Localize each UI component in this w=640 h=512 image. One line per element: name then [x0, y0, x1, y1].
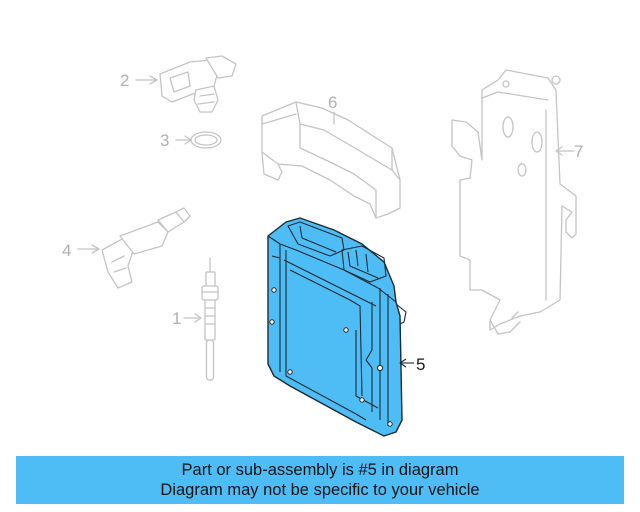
callout-2-label: 2	[120, 71, 129, 90]
callout-2: 2	[120, 71, 158, 90]
banner-line-1: Part or sub-assembly is #5 in diagram	[181, 461, 459, 479]
part-7-bracket[interactable]	[451, 69, 577, 335]
banner-line-2: Diagram may not be specific to your vehi…	[160, 481, 480, 499]
part-3-o-ring[interactable]	[190, 131, 222, 149]
parts-diagram: 2 3 4 1	[62, 55, 583, 437]
callout-6-label: 6	[328, 93, 337, 112]
part-6-cover[interactable]	[261, 101, 401, 219]
callout-7-label: 7	[574, 142, 583, 161]
part-1-glow-plug[interactable]	[201, 257, 219, 381]
part-info-banner: Part or sub-assembly is #5 in diagram Di…	[16, 456, 624, 504]
callout-5: 5	[399, 355, 425, 374]
callout-1: 1	[172, 309, 202, 328]
callout-5-label: 5	[416, 355, 425, 374]
callout-3: 3	[160, 131, 192, 150]
callout-1-label: 1	[172, 309, 181, 328]
part-5-ecu[interactable]	[267, 217, 407, 437]
part-2-sensor[interactable]	[159, 55, 237, 113]
callout-7: 7	[555, 142, 583, 161]
callout-6: 6	[328, 93, 337, 125]
callout-4: 4	[62, 241, 100, 260]
callout-3-label: 3	[160, 131, 169, 150]
callout-4-label: 4	[62, 241, 71, 260]
part-4-sensor[interactable]	[101, 207, 191, 289]
